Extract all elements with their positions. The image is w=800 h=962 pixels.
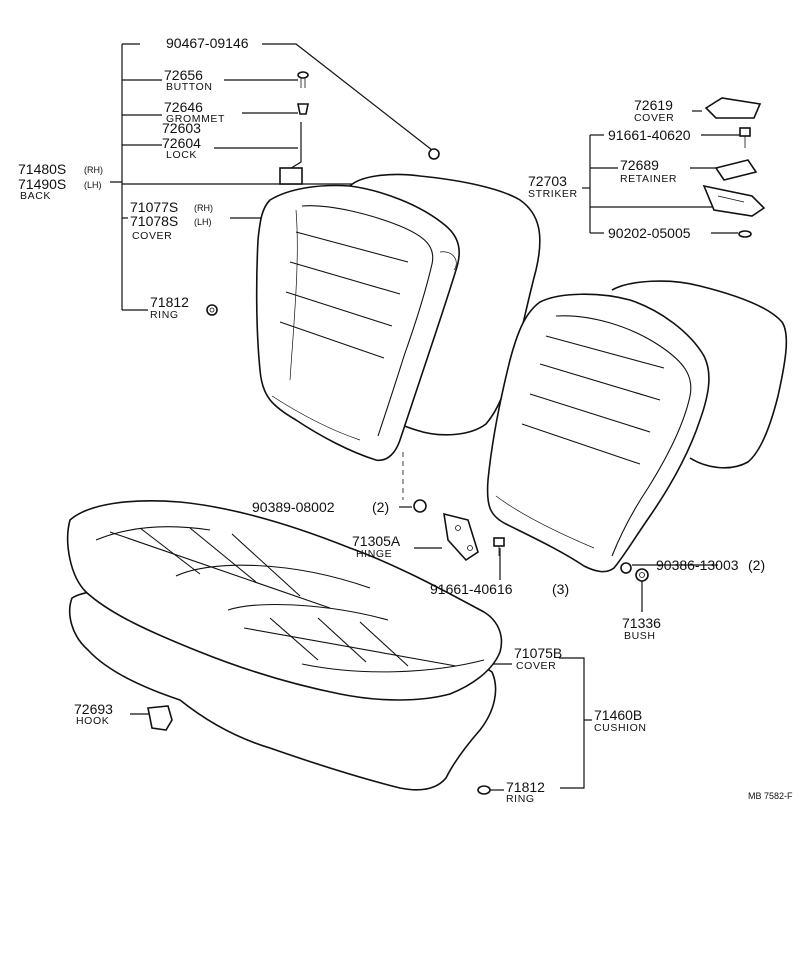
part-number-72619: 72619 [634, 97, 673, 113]
part-number-71077s: 71077S [130, 199, 178, 215]
part-name-hinge: HINGE [356, 548, 392, 560]
labels: 90467-09146 72656 BUTTON 72646 GROMMET 7… [18, 35, 793, 805]
part-name-ring-2: RING [506, 793, 535, 805]
part-name-lock: LOCK [166, 149, 197, 161]
bush-part-icon [635, 568, 649, 582]
part-number-90202-05005: 90202-05005 [608, 225, 691, 241]
part-number-91661-40616: 91661-40616 [430, 581, 513, 597]
button-part-icon [297, 71, 309, 88]
hinge-part-icon [443, 512, 479, 562]
part-qty-90386: (2) [748, 557, 765, 573]
part-number-71480s: 71480S [18, 161, 66, 177]
hardware [147, 71, 766, 795]
part-name-retainer: RETAINER [620, 173, 677, 185]
leader-lines-striker-group [582, 110, 740, 234]
part-name-hook: HOOK [76, 715, 109, 727]
part-number-72693: 72693 [74, 701, 113, 717]
part-name-grommet: GROMMET [166, 113, 225, 125]
part-number-72689: 72689 [620, 157, 659, 173]
part-number-90467-09146: 90467-09146 [166, 35, 249, 51]
part-name-bush: BUSH [624, 630, 656, 642]
ring-bottom-part-icon [477, 785, 491, 795]
washer-part-icon [738, 230, 752, 238]
leader-lines-back-group [110, 43, 433, 311]
part-number-90389-08002: 90389-08002 [252, 499, 335, 515]
part-name-ring: RING [150, 309, 179, 321]
lock-part-icon [279, 122, 303, 185]
drawing-code: MB 7582-F [748, 791, 793, 801]
part-number-72703: 72703 [528, 173, 567, 189]
retainer-part-icon [714, 159, 758, 181]
part-name-cover: COVER [132, 230, 172, 242]
ring-part-icon [206, 304, 218, 316]
seat-cushion [66, 500, 503, 791]
nut-part-icon [413, 499, 427, 513]
part-name-cushion: CUSHION [594, 722, 647, 734]
seat-back-left [255, 173, 541, 462]
part-name-back: BACK [20, 190, 51, 202]
part-suffix-lh: (LH) [84, 180, 102, 190]
part-name-striker: STRIKER [528, 188, 578, 200]
part-name-cover-2: COVER [634, 112, 674, 124]
part-number-72646: 72646 [164, 99, 203, 115]
part-name-cover-3: COVER [516, 660, 556, 672]
part-number-71075b: 71075B [514, 645, 562, 661]
screw-part-icon [428, 148, 440, 160]
part-number-71336: 71336 [622, 615, 661, 631]
part-number-71305a: 71305A [352, 533, 401, 549]
part-qty-91661-40616: (3) [552, 581, 569, 597]
part-number-71460b: 71460B [594, 707, 642, 723]
grommet-part-icon [297, 103, 309, 115]
hinge-washer-part-icon [620, 562, 632, 574]
part-suffix-rh-2: (RH) [194, 203, 213, 213]
part-qty-90389: (2) [372, 499, 389, 515]
part-number-90386-13003: 90386-13003 [656, 557, 739, 573]
part-number-71490s: 71490S [18, 176, 66, 192]
part-suffix-rh: (RH) [84, 165, 103, 175]
bolt-part-icon [739, 127, 751, 148]
part-suffix-lh-2: (LH) [194, 217, 212, 227]
hook-part-icon [147, 705, 173, 731]
part-number-71812: 71812 [150, 294, 189, 310]
part-number-91661-40620: 91661-40620 [608, 127, 691, 143]
part-number-72656: 72656 [164, 67, 203, 83]
part-number-72603: 72603 [162, 120, 201, 136]
part-name-button: BUTTON [166, 81, 213, 93]
seat-back-right [486, 280, 788, 573]
striker-part-icon [702, 184, 766, 217]
cover-part-icon [704, 97, 762, 119]
part-number-71812-b: 71812 [506, 779, 545, 795]
hinge-bolt-part-icon [493, 537, 505, 556]
leader-lines-lower [130, 452, 718, 791]
part-number-72604: 72604 [162, 135, 201, 151]
part-number-71078s: 71078S [130, 213, 178, 229]
